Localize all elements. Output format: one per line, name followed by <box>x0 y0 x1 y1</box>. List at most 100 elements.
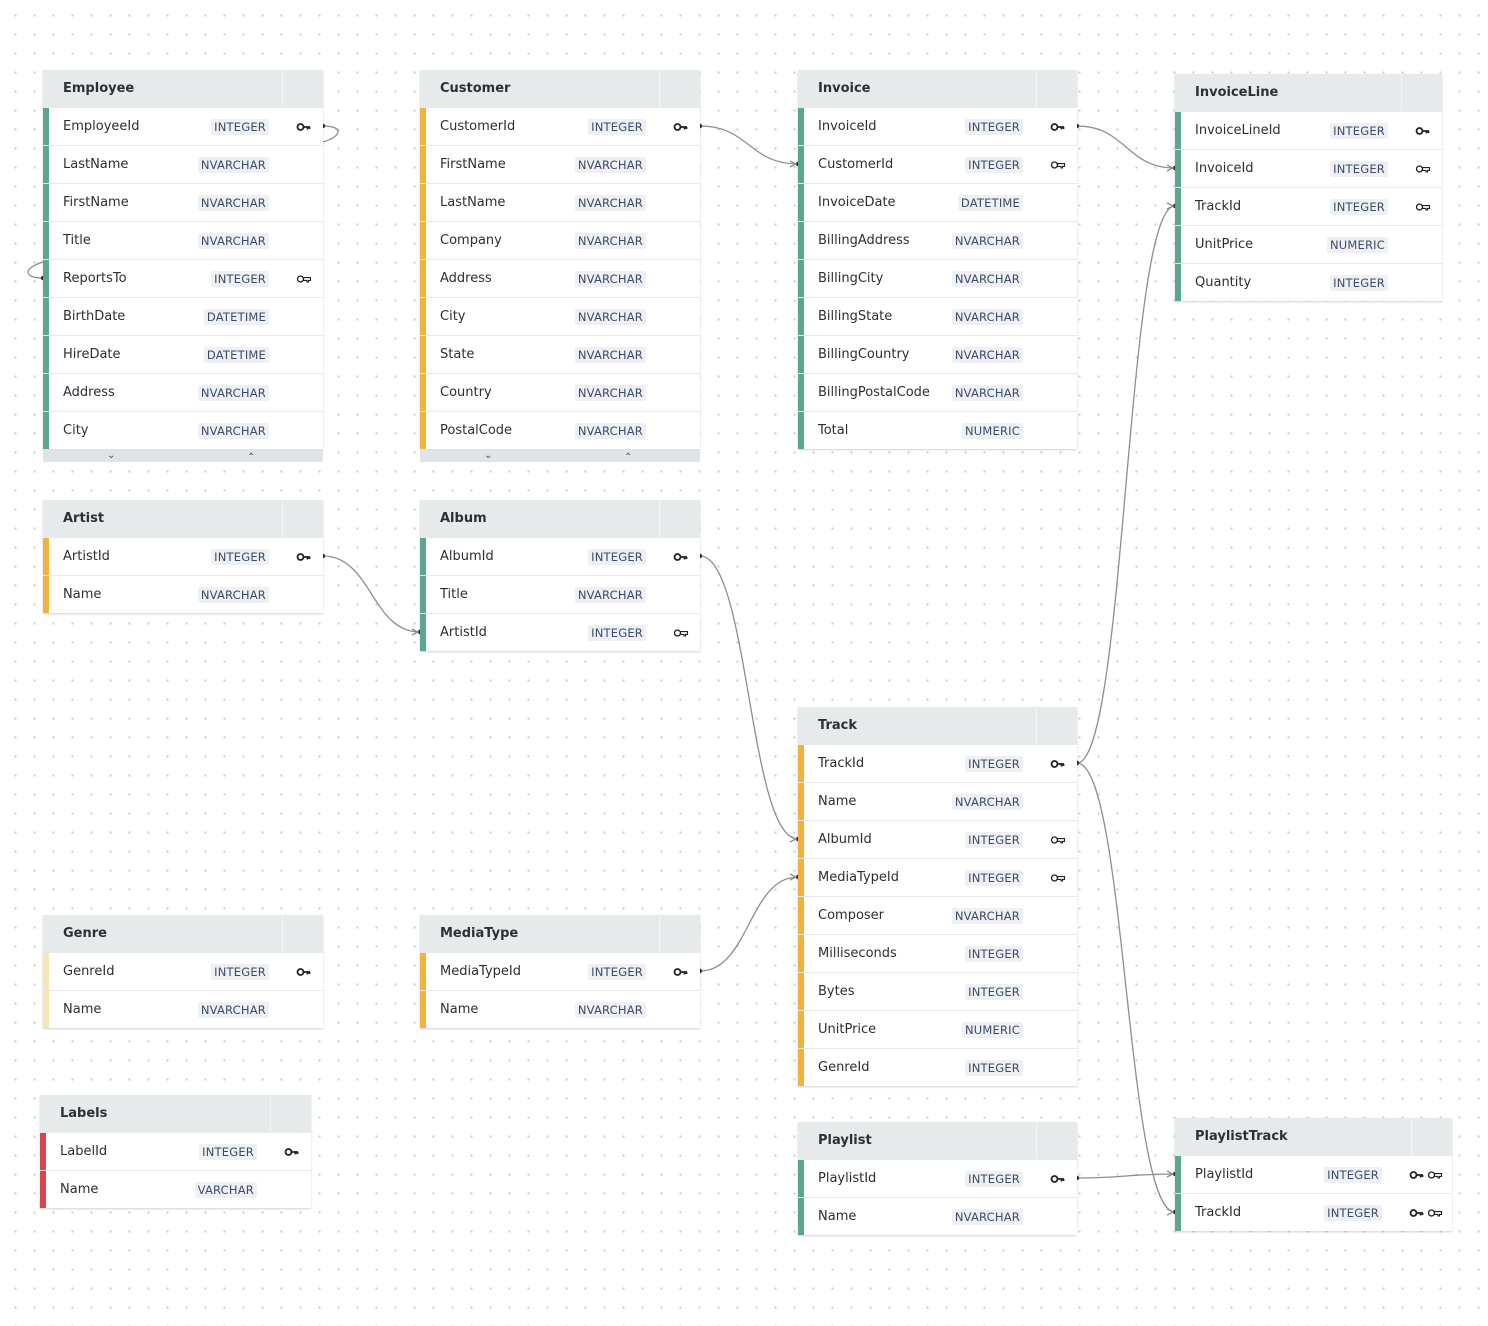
column-type-badge: NVARCHAR <box>574 1001 646 1018</box>
expand-collapse-bar[interactable]: ⌄⌃ <box>420 450 700 463</box>
relationship-edge <box>699 876 799 972</box>
chevron-down-icon[interactable]: ⌄ <box>484 450 493 461</box>
key-indicator <box>296 552 312 562</box>
column-type-badge: NVARCHAR <box>197 422 269 439</box>
table-header[interactable]: Playlist <box>798 1122 1077 1159</box>
column-type-badge: INTEGER <box>588 963 646 980</box>
chevron-up-icon[interactable]: ⌃ <box>624 452 633 463</box>
column-name: ArtistId <box>440 625 487 640</box>
table-header[interactable]: PlaylistTrack <box>1175 1118 1452 1155</box>
table-header[interactable]: InvoiceLine <box>1175 74 1442 111</box>
column-type-badge: NVARCHAR <box>951 270 1023 287</box>
table-header[interactable]: Genre <box>43 915 323 952</box>
table-accent-bar <box>40 1095 46 1208</box>
table-header[interactable]: Track <box>798 707 1077 744</box>
table-header[interactable]: MediaType <box>420 915 700 952</box>
table-header[interactable]: Labels <box>40 1095 311 1132</box>
table-header[interactable]: Employee <box>43 70 323 107</box>
column-type-badge: INTEGER <box>965 983 1023 1000</box>
chevron-up-icon[interactable]: ⌃ <box>247 452 256 463</box>
edge-arrowhead <box>411 628 420 636</box>
table-header[interactable]: Album <box>420 500 700 537</box>
table-header[interactable]: Invoice <box>798 70 1077 107</box>
table-header[interactable]: Customer <box>420 70 700 107</box>
expand-collapse-bar[interactable]: ⌄⌃ <box>43 450 323 463</box>
column-name: PostalCode <box>440 423 513 438</box>
chevron-down-icon[interactable]: ⌄ <box>107 450 116 461</box>
column-name: PlaylistId <box>1195 1167 1254 1182</box>
table-title: Track <box>818 718 857 733</box>
table-header[interactable]: Artist <box>43 500 323 537</box>
relationship-edge <box>699 555 799 840</box>
